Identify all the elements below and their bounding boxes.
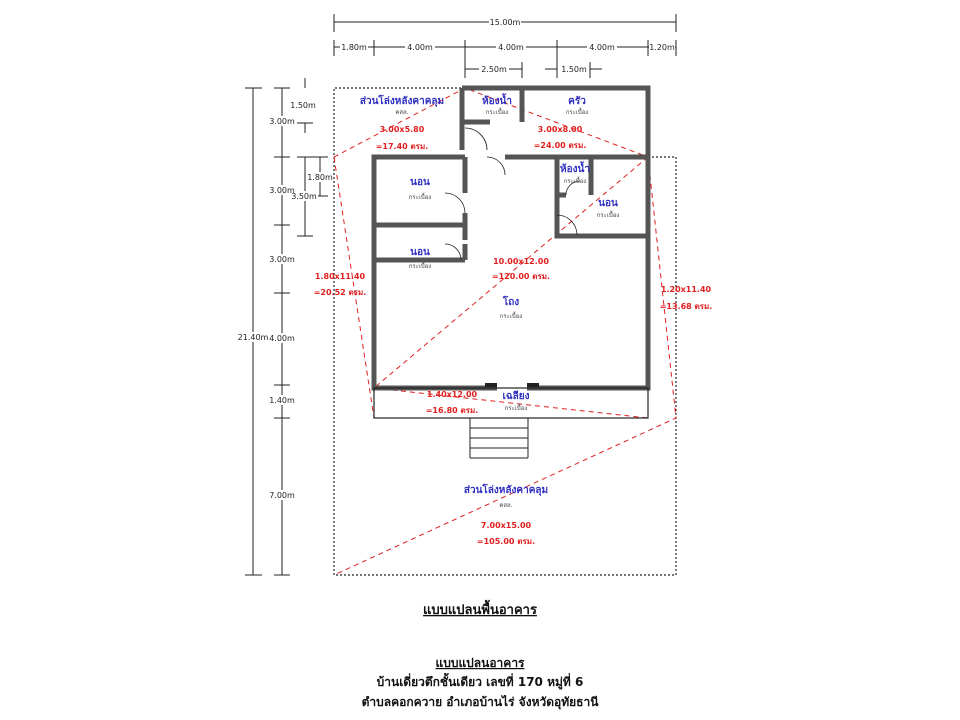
dim-left: 4.00m [269, 334, 295, 343]
dim-left2: 3.50m [291, 192, 317, 201]
doors [444, 127, 581, 261]
dim-total-depth: 21.40m [238, 333, 269, 342]
room-floor: คสล. [395, 109, 408, 116]
dim-left: 3.00m [269, 117, 295, 126]
dim-left2: 1.80m [307, 173, 333, 182]
porch [373, 387, 649, 419]
room-bedroom-3: นอน [598, 198, 618, 209]
room-floor: กระเบื้อง [597, 209, 620, 219]
dim-row2: 1.80m [341, 43, 367, 52]
room-hall: โถง [502, 295, 519, 308]
plan-title: แบบแปลนพื้นอาคาร [423, 599, 537, 618]
room-size: 3.00x8.00 [538, 125, 583, 134]
room-size: 1.80x11.40 [315, 272, 366, 281]
room-bathroom-1: ห้องน้ำ [482, 93, 512, 107]
room-bedroom-2: นอน [410, 247, 430, 258]
room-area: =120.00 ตรม. [492, 272, 550, 281]
room-area: =13.68 ตรม. [660, 302, 713, 311]
room-area: =16.80 ตรม. [426, 406, 479, 415]
room-size: 1.20x11.40 [661, 285, 712, 294]
room-area: =20.52 ตรม. [314, 288, 367, 297]
dim-row3: 2.50m [481, 65, 507, 74]
stairs [469, 418, 529, 459]
room-floor: กระเบื้อง [566, 106, 589, 116]
room-floor: กระเบื้อง [409, 191, 432, 201]
room-size: 10.00x12.00 [493, 257, 549, 266]
dim-row2: 4.00m [589, 43, 615, 52]
room-floor: คสล. [499, 502, 512, 509]
room-bathroom-2: ห้องน้ำ [560, 161, 590, 175]
dim-left: 1.40m [269, 396, 295, 405]
room-area: =17.40 ตรม. [376, 142, 429, 151]
room-kitchen: ครัว [568, 95, 586, 107]
dim-left: 3.00m [269, 186, 295, 195]
room-floor: กระเบื้อง [564, 175, 587, 185]
dim-left: 3.00m [269, 255, 295, 264]
room-size: 3.00x5.80 [380, 125, 425, 134]
room-size: 7.00x15.00 [481, 521, 532, 530]
room-open-front: ส่วนโล่งหลังคาคลุม [464, 483, 548, 496]
dim-row2: 1.20m [649, 43, 675, 52]
room-floor: กระเบื้อง [486, 106, 509, 116]
room-size: 1.40x12.00 [427, 390, 478, 399]
room-area: =105.00 ตรม. [477, 537, 535, 546]
room-porch: เฉลียง [502, 390, 529, 402]
dimension-lines [245, 14, 677, 576]
room-floor: กระเบื้อง [409, 260, 432, 270]
caption-line1: บ้านเดี่ยวตึกชั้นเดียว เลขที่ 170 หมู่ที… [377, 672, 584, 690]
dim-row2: 4.00m [407, 43, 433, 52]
dim-row2: 4.00m [498, 43, 524, 52]
caption-heading: แบบแปลนอาคาร [435, 656, 525, 670]
dim-left: 7.00m [269, 491, 295, 500]
dim-left2: 1.50m [290, 101, 316, 110]
room-open-back: ส่วนโล่งหลังคาคลุม [360, 94, 444, 107]
caption-line2: ตำบลคอกควาย อำเภอบ้านไร่ จังหวัดอุทัยธาน… [362, 694, 600, 710]
dim-row3: 1.50m [561, 65, 587, 74]
room-area: =24.00 ตรม. [534, 141, 587, 150]
roof-boundary [333, 87, 677, 576]
room-floor: กระเบื้อง [500, 310, 523, 320]
room-bedroom-1: นอน [410, 177, 430, 188]
dim-total-width: 15.00m [490, 18, 521, 27]
room-floor: กระเบื้อง [505, 402, 528, 412]
